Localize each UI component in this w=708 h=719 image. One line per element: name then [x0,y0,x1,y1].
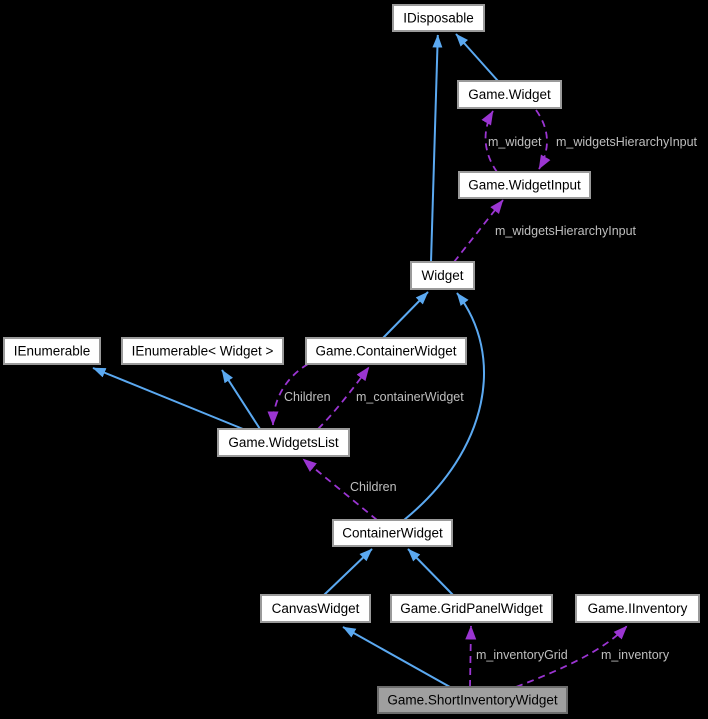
node-box[interactable] [377,686,568,714]
node-box[interactable] [392,4,485,32]
node-box[interactable] [390,594,553,623]
node-label: Game.WidgetInput [468,178,581,193]
node-box[interactable] [3,337,101,365]
node-game-containerwidget[interactable]: Game.ContainerWidget [305,337,467,365]
node-game-widget[interactable]: Game.Widget [457,80,562,109]
edge-labels: m_widget m_widgetsHierarchyInput m_widge… [284,135,698,662]
node-ienumerable[interactable]: IEnumerable [3,337,101,365]
node-box[interactable] [458,171,591,199]
edge-children-upper [267,363,309,426]
edge-canvaswidget-to-containerwidget [323,548,373,596]
edge-widgetslist-to-ienumerable-widget [221,369,261,430]
edge-m-widgets-hierarchy-input-lower [453,199,504,263]
node-box[interactable] [457,80,562,109]
edge-widgetslist-to-ienumerable [92,367,244,430]
edge-containerwidget-to-widget [403,292,485,521]
edge-widget-to-idisposable [430,34,443,263]
node-game-widgetinput[interactable]: Game.WidgetInput [458,171,591,199]
node-ienumerable-widget[interactable]: IEnumerable< Widget > [121,337,284,365]
edge-gridpanelwidget-to-containerwidget [407,548,454,596]
edge-m-inventory-grid [465,625,477,688]
node-box[interactable] [260,594,371,623]
inheritance-edges [92,33,499,688]
edge-shortinventorywidget-to-canvaswidget [342,626,451,688]
node-game-shortinventorywidget[interactable]: Game.ShortInventoryWidget [377,686,568,714]
node-label: CanvasWidget [272,601,360,616]
node-label: ContainerWidget [342,526,443,541]
node-label: IDisposable [403,11,474,26]
edge-label-children-lower: Children [350,480,397,494]
node-box[interactable] [305,337,467,365]
usage-edges [267,109,628,688]
node-label: Game.ShortInventoryWidget [387,693,558,708]
edge-label-m-inventory-grid: m_inventoryGrid [476,648,568,662]
node-box[interactable] [121,337,284,365]
node-game-widgetslist[interactable]: Game.WidgetsList [217,428,350,457]
node-containerwidget[interactable]: ContainerWidget [332,519,453,547]
node-label: Game.ContainerWidget [315,344,456,359]
edge-m-widgets-hierarchy-input-upper [535,109,551,170]
node-label: Game.Widget [468,87,551,102]
edge-label-m-widgets-hierarchy-input-lower: m_widgetsHierarchyInput [495,224,637,238]
node-canvaswidget[interactable]: CanvasWidget [260,594,371,623]
edge-m-container-widget [317,366,370,430]
edge-label-children-upper: Children [284,390,331,404]
edge-label-m-container-widget: m_containerWidget [356,390,464,404]
edge-label-m-widgets-hierarchy-input-upper: m_widgetsHierarchyInput [556,135,698,149]
edge-label-m-inventory: m_inventory [601,648,670,662]
node-game-iinventory[interactable]: Game.IInventory [575,594,700,623]
node-box[interactable] [217,428,350,457]
edge-children-lower [302,458,378,521]
node-label: IEnumerable< Widget > [132,344,274,359]
node-label: Game.IInventory [588,601,688,616]
edge-m-widget [481,110,498,173]
node-box[interactable] [575,594,700,623]
edge-label-m-widget: m_widget [488,135,542,149]
node-label: Game.WidgetsList [228,435,339,450]
node-box[interactable] [332,519,453,547]
edge-m-inventory [515,625,628,688]
edge-game-containerwidget-to-widget [382,291,429,339]
edge-game-widget-to-idisposable [455,33,499,82]
node-label: IEnumerable [14,344,91,359]
node-widget[interactable]: Widget [410,261,475,290]
node-label: Widget [421,268,463,283]
node-box[interactable] [410,261,475,290]
node-game-gridpanelwidget[interactable]: Game.GridPanelWidget [390,594,553,623]
node-idisposable[interactable]: IDisposable [392,4,485,32]
node-label: Game.GridPanelWidget [400,601,543,616]
